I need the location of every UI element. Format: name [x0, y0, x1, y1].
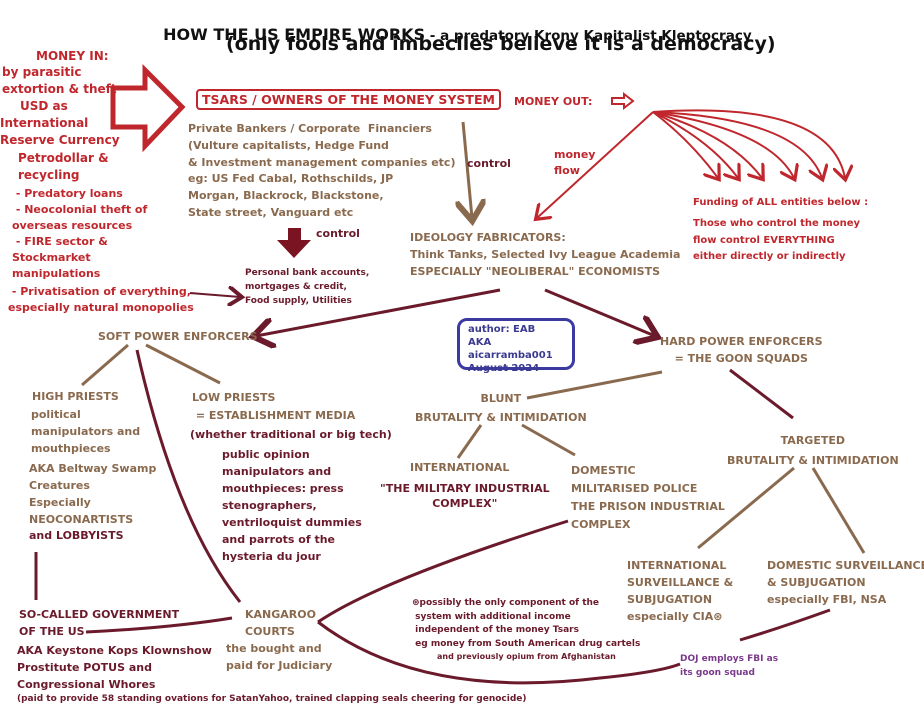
- high-priests-desc: political manipulators and mouthpieces: [31, 408, 141, 455]
- personal-items: Personal bank accounts, mortgages & cred…: [245, 268, 370, 306]
- title-main: HOW THE US EMPIRE WORKS: [163, 24, 426, 44]
- high-priests-lobbyists: and LOBBYISTS: [29, 529, 124, 542]
- high-priests-heading: HIGH PRIESTS: [32, 390, 119, 403]
- to-soft-power-arrow: [256, 288, 501, 336]
- courts-heading: KANGAROO COURTS: [245, 608, 316, 638]
- hard-power-heading: HARD POWER ENFORCERS = THE GOON SQUADS: [660, 335, 823, 365]
- low-priests-sub: (whether traditional or big tech): [190, 428, 392, 441]
- money-in-line-3: International: [0, 116, 89, 130]
- money-flow-label: money flow: [554, 148, 596, 177]
- money-out-heading: MONEY OUT:: [514, 95, 593, 108]
- money-in-line-0: by parasitic: [2, 65, 82, 79]
- cia-note-small: and previously opium from Afghanistan: [437, 652, 616, 661]
- ideology-lines: Think Tanks, Selected Ivy League Academi…: [410, 248, 681, 278]
- military-industrial-complex: "THE MILITARY INDUSTRIAL COMPLEX": [380, 482, 550, 510]
- courts-desc: the bought and paid for Judiciary: [226, 642, 333, 672]
- money-in-line-4: Reserve Currency: [0, 133, 120, 147]
- domestic-police: DOMESTIC MILITARISED POLICE THE PRISON I…: [571, 464, 725, 531]
- money-in-item-4: - Privatisation of everything, especiall…: [8, 285, 194, 314]
- intl-surveillance: INTERNATIONAL SURVEILLANCE & SUBJUGATION…: [627, 559, 734, 623]
- government-footer: (paid to provide 58 standing ovations fo…: [17, 694, 527, 704]
- targeted-heading: TARGETED BRUTALITY & INTIMIDATION: [727, 434, 899, 467]
- money-out-arrow: [611, 91, 635, 111]
- money-in-line-2: USD as: [20, 99, 68, 113]
- domestic-surveillance: DOMESTIC SURVEILLANCE & SUBJUGATION espe…: [767, 559, 924, 606]
- money-in-heading: MONEY IN:: [36, 49, 109, 63]
- control-label-right: control: [467, 157, 511, 170]
- soft-to-courts-line: [135, 349, 242, 603]
- control-down-arrow: [277, 228, 311, 258]
- funding-note: Those who control the money flow control…: [693, 218, 861, 262]
- money-in-arrow: [110, 63, 186, 153]
- money-flow-arrow: [537, 111, 654, 218]
- money-in-item-1: - Predatory loans: [12, 187, 123, 200]
- money-in-item-3: - FIRE sector & Stockmarket manipulation…: [12, 235, 108, 280]
- government-aka: AKA Keystone Kops Klownshow Prostitute P…: [17, 644, 212, 691]
- control-label-down: control: [316, 227, 360, 240]
- title-subtitle: - a predatory Krony Kapitalist Kleptocra…: [425, 27, 752, 44]
- soft-power-heading: SOFT POWER ENFORCERS: [98, 330, 258, 343]
- low-priests-heading: LOW PRIESTS = ESTABLISHMENT MEDIA: [192, 391, 356, 422]
- funding-fan-arrows: [652, 109, 845, 178]
- high-priests-aka: AKA Beltway Swamp Creatures Especially N…: [29, 462, 157, 526]
- money-in-item-0: Petrodollar & recycling: [18, 151, 109, 182]
- blunt-heading: BLUNT BRUTALITY & INTIMIDATION: [415, 392, 587, 424]
- author-line3: August 2024: [468, 363, 540, 374]
- money-in-item-2: - Neocolonial theft of overseas resource…: [12, 203, 148, 232]
- cia-note: ⊛possibly the only component of the syst…: [412, 598, 641, 649]
- ideology-heading: IDEOLOGY FABRICATORS:: [410, 231, 566, 244]
- control-arrow: [463, 121, 472, 218]
- personal-arrow: [189, 293, 240, 297]
- author-line2: AKA aicarramba001: [468, 337, 553, 361]
- funding-heading: Funding of ALL entities below :: [693, 197, 869, 208]
- page-title: HOW THE US EMPIRE WORKS - a predatory Kr…: [152, 4, 752, 46]
- money-in-line-1: extortion & theft: [2, 82, 117, 96]
- low-priests-desc: public opinion manipulators and mouthpie…: [222, 448, 362, 563]
- tsars-box: TSARS / OWNERS OF THE MONEY SYSTEM: [196, 89, 501, 110]
- to-hard-power-arrow: [544, 288, 655, 336]
- government-heading: SO-CALLED GOVERNMENT OF THE US: [19, 608, 180, 638]
- doj-note: DOJ employs FBI as its goon squad: [680, 654, 779, 678]
- tsars-description: Private Bankers / Corporate Financiers (…: [188, 122, 456, 219]
- international-heading: INTERNATIONAL: [410, 461, 510, 474]
- author-box: author: EAB AKA aicarramba001 August 202…: [457, 318, 575, 374]
- title-line2: (only fools and imbeciles believe it is …: [226, 33, 776, 55]
- author-line1: author: EAB: [468, 324, 536, 335]
